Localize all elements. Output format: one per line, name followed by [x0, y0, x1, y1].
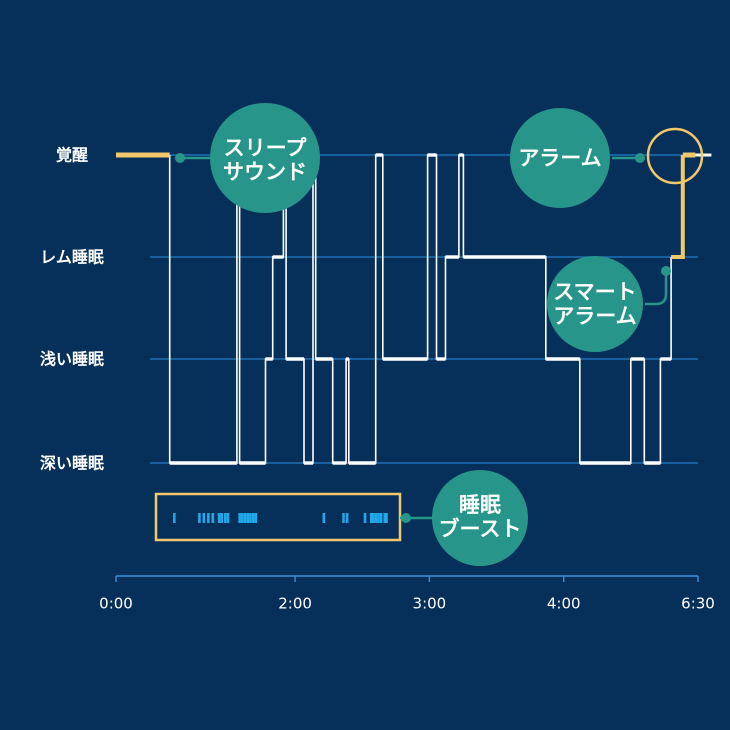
- alarm-highlight-ring: [646, 127, 704, 185]
- smart-alarm-label-line1: スマート: [553, 280, 636, 304]
- boost-tick-20: [369, 513, 373, 523]
- sleep-boost-bubble: [432, 470, 528, 566]
- boost-tick-24: [379, 513, 383, 523]
- alarm-label: アラーム: [518, 146, 601, 170]
- boost-tick-0: [173, 513, 176, 523]
- sleep-boost-box: [154, 492, 402, 542]
- x-tick-label-0: 0:00: [99, 595, 133, 613]
- boost-tick-19: [363, 513, 367, 523]
- boost-tick-7: [224, 513, 227, 523]
- x-tick-label-3: 4:00: [547, 595, 581, 613]
- sleep-sound-bubble: [210, 103, 320, 213]
- y-label-3: 深い睡眠: [40, 454, 104, 473]
- boost-tick-8: [226, 513, 230, 523]
- sleep-sound-callout: スリープ サウンド: [175, 103, 320, 213]
- sleep-boost-label-line2: ブースト: [439, 517, 522, 541]
- sleep-sound-label-line1: スリープ: [224, 136, 308, 160]
- boost-tick-15: [254, 513, 258, 523]
- y-label-1: レム睡眠: [40, 248, 104, 267]
- sleep-boost-label-line1: 睡眠: [459, 493, 501, 517]
- boost-tick-25: [383, 513, 387, 523]
- sleep-sound-label-line2: サウンド: [223, 160, 307, 184]
- boost-tick-5: [217, 513, 221, 523]
- x-axis: 0:00 2:00 3:00 4:00 6:30: [99, 575, 715, 613]
- alarm-callout: アラーム: [510, 108, 645, 208]
- boost-tick-2: [202, 513, 206, 523]
- boost-tick-17: [342, 513, 345, 523]
- boost-tick-18: [345, 513, 349, 523]
- boost-tick-12: [246, 513, 250, 523]
- boost-tick-1: [198, 513, 201, 523]
- boost-tick-13: [249, 513, 252, 523]
- smart-alarm-segment: [671, 155, 685, 259]
- sleep-boost-callout: 睡眠 ブースト: [400, 470, 528, 566]
- boost-tick-26: [385, 513, 388, 523]
- y-label-0: 覚醒: [56, 146, 88, 165]
- boost-tick-4: [211, 513, 215, 523]
- boost-tick-10: [241, 513, 244, 523]
- x-tick-label-4: 6:30: [681, 595, 715, 613]
- alarm-bubble: [510, 108, 610, 208]
- boost-tick-14: [251, 513, 255, 523]
- sleep-boost-ticks: [173, 513, 388, 523]
- boost-tick-22: [374, 513, 378, 523]
- y-label-2: 浅い睡眠: [40, 350, 104, 369]
- smart-alarm-label-line2: アラーム: [553, 304, 636, 328]
- boost-tick-9: [238, 513, 241, 523]
- boost-tick-3: [207, 513, 210, 523]
- boost-tick-11: [243, 513, 247, 523]
- x-tick-label-1: 2:00: [278, 595, 312, 613]
- boost-tick-23: [377, 513, 380, 523]
- boost-tick-16: [322, 513, 326, 523]
- smart-alarm-callout: スマート アラーム: [547, 256, 671, 352]
- smart-alarm-bubble: [547, 256, 643, 352]
- boost-tick-6: [220, 513, 224, 523]
- x-tick-label-2: 3:00: [413, 595, 447, 613]
- boost-tick-21: [371, 513, 375, 523]
